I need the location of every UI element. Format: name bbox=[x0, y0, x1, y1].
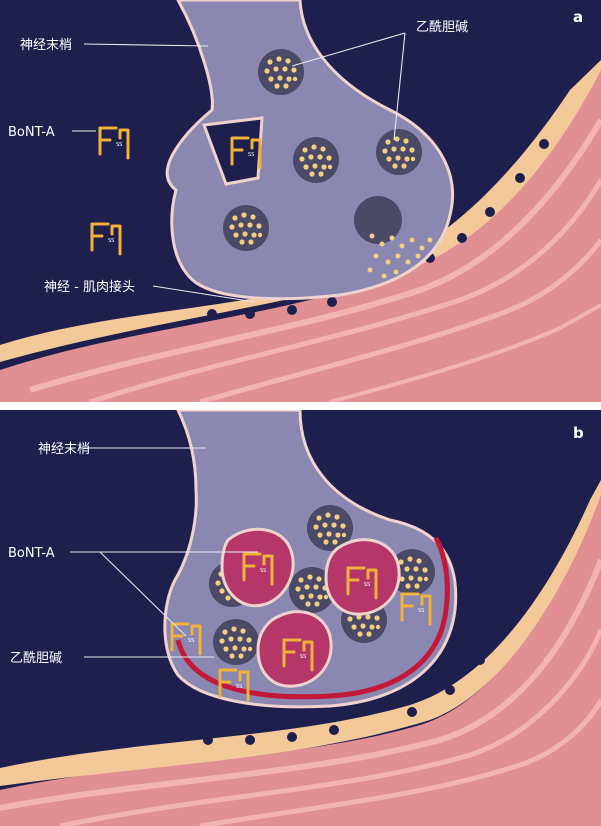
leader-a-ach-2 bbox=[393, 32, 406, 141]
panel-tag-b: b bbox=[573, 424, 584, 442]
panel-tag-a: a bbox=[573, 8, 583, 26]
panel-a-released-ach bbox=[367, 233, 433, 279]
leader-b-bont-2 bbox=[99, 551, 187, 637]
label-a-nerve-terminal: 神经末梢 bbox=[20, 38, 72, 53]
panel-b-muscle bbox=[0, 480, 601, 826]
panel-a-vesicles bbox=[223, 49, 422, 251]
label-b-bont: BoNT-A bbox=[8, 546, 55, 561]
leader-a-nerve-terminal bbox=[83, 43, 209, 47]
panel-a-muscle bbox=[0, 60, 601, 402]
panel-b: 神经末梢 BoNT-A 乙酰胆碱 b bbox=[0, 410, 601, 826]
leader-a-ach-1 bbox=[291, 32, 406, 67]
panel-b-synaptic-layer bbox=[0, 480, 601, 786]
label-a-acetylcholine: 乙酰胆碱 bbox=[416, 20, 468, 35]
panel-a: 神经末梢 乙酰胆碱 BoNT-A 神经 - 肌肉接头 a bbox=[0, 0, 601, 402]
panel-b-receptor-bumps bbox=[203, 580, 535, 745]
label-a-nmj: 神经 - 肌肉接头 bbox=[44, 279, 135, 295]
label-b-nerve-terminal: 神经末梢 bbox=[38, 442, 90, 457]
panel-b-toxin-complexes bbox=[220, 527, 401, 688]
label-b-acetylcholine: 乙酰胆碱 bbox=[10, 651, 62, 666]
panel-divider bbox=[0, 402, 601, 410]
panel-b-cleaved-membrane bbox=[175, 536, 450, 700]
panel-a-receptor-bumps bbox=[207, 139, 549, 319]
label-a-bont: BoNT-A bbox=[8, 125, 55, 140]
leader-a-nmj bbox=[152, 285, 256, 303]
panel-a-synaptic-layer bbox=[0, 60, 601, 362]
